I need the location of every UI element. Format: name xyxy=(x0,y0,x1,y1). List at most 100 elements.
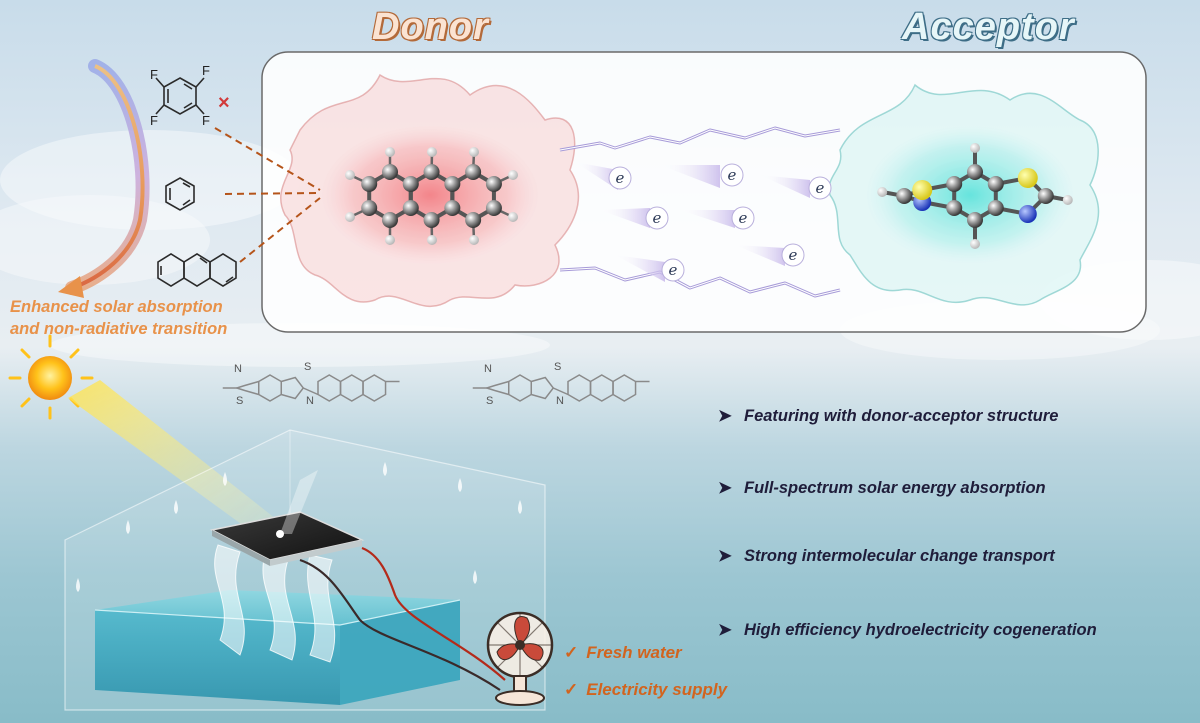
carbon-atom xyxy=(987,176,1004,192)
hydrogen-atom xyxy=(970,239,980,249)
nitrogen-label: N xyxy=(306,395,314,407)
carbon-atom xyxy=(444,176,461,192)
electron: e xyxy=(720,163,744,187)
hydrogen-atom xyxy=(385,235,395,245)
outcome-text: Fresh water xyxy=(586,643,682,662)
svg-text:e: e xyxy=(739,209,748,227)
feature-text: Featuring with donor-acceptor structure xyxy=(744,407,1059,425)
bullet-arrow-icon: ➤ xyxy=(718,621,732,639)
feature-item-full-spectrum: ➤ Full-spectrum solar energy absorption xyxy=(718,478,1046,498)
electron: e xyxy=(781,243,805,267)
carbon-atom xyxy=(361,200,378,216)
outcome-text: Electricity supply xyxy=(586,680,728,699)
rejected-mark-icon: × xyxy=(218,92,230,114)
svg-text:e: e xyxy=(616,169,625,187)
svg-text:e: e xyxy=(728,166,737,184)
sunlight-beam xyxy=(68,380,290,545)
carbon-atom xyxy=(967,164,983,180)
feature-item-cogeneration: ➤ High efficiency hydroelectricity cogene… xyxy=(718,620,1097,640)
cloth-wicks xyxy=(214,544,336,663)
feature-item-charge-transport: ➤ Strong intermolecular change transport xyxy=(718,546,1055,566)
donor-title: Donor xyxy=(372,6,489,48)
sulfur-label: S xyxy=(236,395,243,407)
feature-item-donor-acceptor: ➤ Featuring with donor-acceptor structure xyxy=(718,406,1058,426)
hydrogen-atom xyxy=(427,147,437,157)
carbon-atom xyxy=(465,164,482,180)
feature-text: Full-spectrum solar energy absorption xyxy=(744,479,1046,497)
carbon-atom xyxy=(946,176,963,192)
svg-text:e: e xyxy=(653,209,662,227)
hydrogen-atom xyxy=(508,212,518,222)
fluorine-label: F xyxy=(150,67,158,82)
outcome-fresh-water: ✓ Fresh water xyxy=(564,643,682,663)
electron-flow: e e e e e e e xyxy=(575,162,832,282)
hydrogen-atom xyxy=(469,235,479,245)
electron: e xyxy=(608,166,632,190)
carbon-atom xyxy=(896,188,913,204)
carbon-atom xyxy=(423,164,440,180)
polymer-chain-structure: N S N S S N S N xyxy=(222,361,650,407)
electron: e xyxy=(645,206,669,230)
enhancement-caption-line1: Enhanced solar absorption xyxy=(10,298,223,316)
fan-icon xyxy=(486,611,554,706)
carbon-atom xyxy=(444,200,461,216)
carbon-atom xyxy=(402,176,419,192)
carbon-atom xyxy=(485,176,502,192)
hydrogen-atom xyxy=(345,212,355,222)
molecule-panel xyxy=(261,51,1147,333)
hydrogen-atom xyxy=(1062,195,1073,205)
check-icon: ✓ xyxy=(564,643,579,662)
bullet-arrow-icon: ➤ xyxy=(718,479,732,497)
electron: e xyxy=(808,176,832,200)
connector-lines xyxy=(214,127,321,263)
carbon-atom xyxy=(946,200,963,216)
carbon-atom xyxy=(1037,188,1054,204)
sulfur-label: S xyxy=(304,361,311,373)
sulfur-label: S xyxy=(554,361,561,373)
nitrogen-atom xyxy=(1018,205,1037,223)
carbon-atom xyxy=(987,200,1004,216)
carbon-atom xyxy=(382,212,398,228)
benzene-structure xyxy=(165,177,195,211)
sulfur-atom xyxy=(1017,168,1038,188)
sulfur-label: S xyxy=(486,395,493,407)
acceptor-benzobisthiazole-molecule xyxy=(877,143,1073,249)
hydrogen-atom xyxy=(469,147,479,157)
outcome-electricity: ✓ Electricity supply xyxy=(564,680,727,700)
nitrogen-label: N xyxy=(556,395,564,407)
hydrogen-atom xyxy=(508,170,518,180)
hydrogen-atom xyxy=(427,235,437,245)
nitrogen-label: N xyxy=(234,363,242,375)
carbon-atom xyxy=(402,200,419,216)
carbon-atom xyxy=(382,164,398,180)
feature-text: High efficiency hydroelectricity cogener… xyxy=(744,621,1097,639)
donor-anthracene-molecule xyxy=(345,147,518,245)
fluorine-label: F xyxy=(202,113,210,128)
svg-text:e: e xyxy=(816,179,825,197)
electron: e xyxy=(661,258,685,282)
hydrogen-atom xyxy=(345,170,355,180)
anthracene-structure xyxy=(157,253,237,287)
bullet-arrow-icon: ➤ xyxy=(718,547,732,565)
hydrogen-atom xyxy=(970,143,980,153)
arrow-head-icon xyxy=(58,276,84,298)
carbon-atom xyxy=(967,212,983,228)
carbon-atom xyxy=(423,212,440,228)
svg-text:e: e xyxy=(669,261,678,279)
carbon-atom xyxy=(485,200,502,216)
bullet-arrow-icon: ➤ xyxy=(718,407,732,425)
wires xyxy=(299,546,506,691)
check-icon: ✓ xyxy=(564,680,579,699)
enhancement-caption-line2: and non-radiative transition xyxy=(10,320,228,338)
feature-text: Strong intermolecular change transport xyxy=(744,547,1055,565)
carbon-atom xyxy=(465,212,482,228)
nitrogen-label: N xyxy=(484,363,492,375)
carbon-atom xyxy=(361,176,378,192)
solar-evaporator-icon xyxy=(209,470,365,566)
hydrogen-atom xyxy=(385,147,395,157)
electron: e xyxy=(731,206,755,230)
sulfur-atom xyxy=(912,180,933,200)
fluorine-label: F xyxy=(202,63,210,78)
